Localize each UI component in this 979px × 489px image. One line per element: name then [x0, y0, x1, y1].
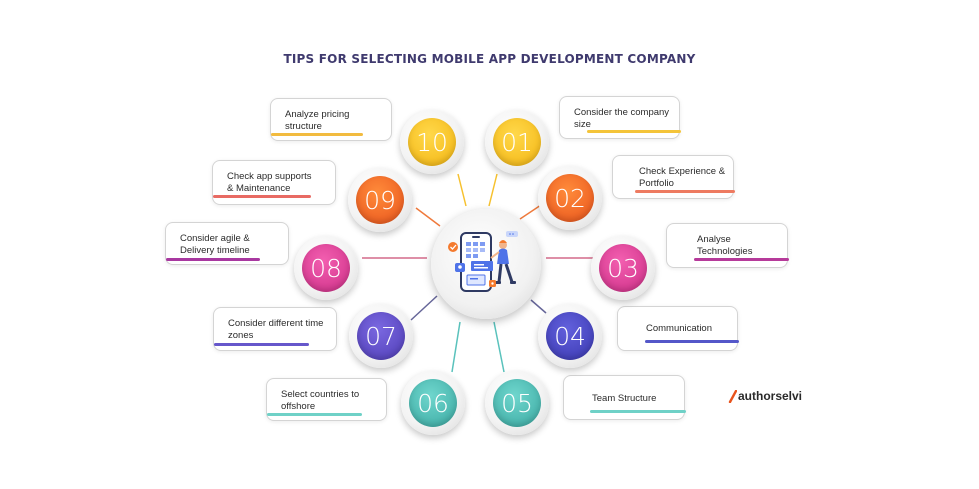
tip-label-04: Communication [646, 323, 712, 334]
tip-bar-07 [214, 343, 309, 346]
connector-05 [493, 321, 505, 373]
tip-bar-01 [587, 130, 681, 133]
tip-bar-08 [166, 258, 260, 261]
tip-bar-02 [635, 190, 735, 193]
tip-card-10: Analyze pricing structure [270, 98, 392, 141]
tip-bar-03 [694, 258, 789, 261]
tip-card-01: Consider the company size [559, 96, 681, 139]
slash-logo-icon [728, 389, 737, 403]
tip-card-09: Check app supports & Maintenance [212, 160, 336, 205]
tip-number-04: 04 [546, 312, 594, 360]
connector-10 [457, 173, 467, 207]
mobile-app-developer-illustration-icon [448, 231, 518, 292]
connector-09 [415, 207, 441, 227]
connector-02 [519, 204, 542, 220]
tip-label-02: Check Experience & Portfolio [639, 166, 726, 189]
tip-label-06: Select countries to offshore [281, 389, 360, 412]
tip-card-02: Check Experience & Portfolio [612, 155, 735, 199]
tip-card-03: Analyse Technologies [666, 223, 789, 268]
tip-card-04: Communication [617, 306, 739, 351]
tip-number-06: 06 [409, 379, 457, 427]
tip-bar-10 [271, 133, 363, 136]
connector-07 [410, 295, 438, 321]
tip-bar-05 [590, 410, 686, 413]
tip-circle-01: 01 [485, 110, 549, 174]
tip-bar-06 [267, 413, 362, 416]
tip-card-05: Team Structure [563, 375, 686, 420]
tip-number-08: 08 [302, 244, 350, 292]
brand-logo: authorselvi [727, 389, 802, 403]
tip-number-07: 07 [357, 312, 405, 360]
hub-circle [431, 209, 541, 319]
tip-label-05: Team Structure [592, 393, 657, 404]
tip-label-08: Consider agile & Delivery timeline [180, 233, 250, 256]
tip-card-06: Select countries to offshore [266, 378, 387, 421]
tip-label-01: Consider the company size [574, 107, 670, 130]
tip-card-07: Consider different time zones [213, 307, 337, 351]
connector-01 [488, 173, 498, 207]
tip-card-08: Consider agile & Delivery timeline [165, 222, 289, 265]
tip-number-05: 05 [493, 379, 541, 427]
tip-circle-08: 08 [294, 236, 358, 300]
connector-04 [530, 299, 547, 314]
tip-bar-04 [645, 340, 739, 343]
tip-number-03: 03 [599, 244, 647, 292]
tip-circle-09: 09 [348, 168, 412, 232]
tip-number-02: 02 [546, 174, 594, 222]
tip-circle-03: 03 [591, 236, 655, 300]
page-title: TIPS FOR SELECTING MOBILE APP DEVELOPMEN… [283, 52, 696, 66]
tip-circle-07: 07 [349, 304, 413, 368]
tip-number-01: 01 [493, 118, 541, 166]
tip-bar-09 [213, 195, 311, 198]
tip-circle-10: 10 [400, 110, 464, 174]
tip-circle-05: 05 [485, 371, 549, 435]
tip-label-10: Analyze pricing structure [285, 109, 350, 132]
tip-label-07: Consider different time zones [228, 318, 324, 341]
tip-number-10: 10 [408, 118, 456, 166]
tip-circle-02: 02 [538, 166, 602, 230]
tip-circle-04: 04 [538, 304, 602, 368]
brand-name: authorselvi [738, 389, 803, 403]
tip-label-09: Check app supports & Maintenance [227, 171, 312, 194]
tip-number-09: 09 [356, 176, 404, 224]
tip-label-03: Analyse Technologies [697, 234, 753, 257]
connector-06 [451, 321, 461, 373]
tip-circle-06: 06 [401, 371, 465, 435]
